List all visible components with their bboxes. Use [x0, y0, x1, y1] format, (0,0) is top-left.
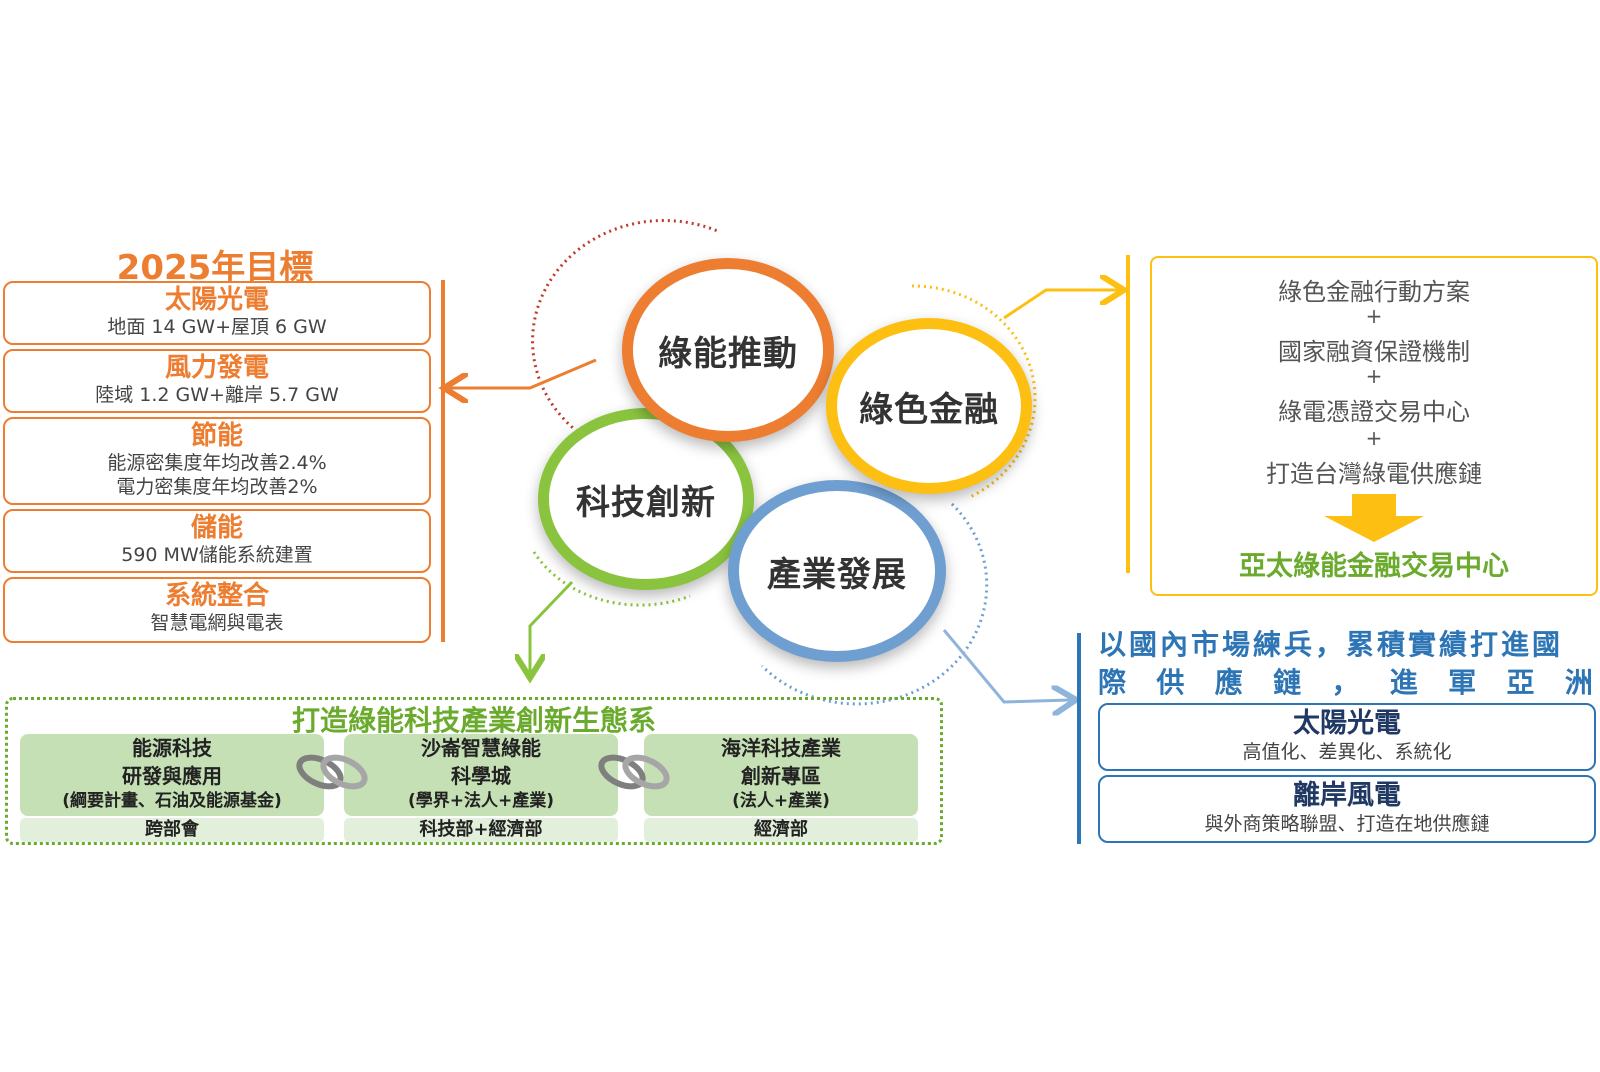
finance-item: 打造台灣綠電供應鏈 — [1266, 460, 1482, 488]
target-desc: 地面 14 GW+屋頂 6 GW — [107, 316, 327, 338]
heading-char: 洲 — [1564, 666, 1596, 699]
ecosystem-card-shalun: 沙崙智慧綠能 科學城 (學界+法人+產業) — [344, 734, 618, 816]
orange-dotted-arc — [531, 219, 721, 452]
finance-down-arrow-icon — [1324, 494, 1424, 542]
heading-char: 供 — [1156, 666, 1188, 699]
target-storage: 儲能 590 MW儲能系統建置 — [3, 509, 431, 573]
card-line: 海洋科技產業 — [721, 736, 841, 760]
target-desc: 陸域 1.2 GW+離岸 5.7 GW — [95, 384, 339, 406]
finance-plus: + — [1365, 426, 1383, 450]
card-line: 研發與應用 — [122, 764, 222, 788]
finance-result: 亞太綠能金融交易中心 — [1239, 551, 1509, 582]
finance-item: 國家融資保證機制 — [1278, 338, 1470, 366]
industry-heading-line2: 際 供 應 鏈 ， 進 軍 亞 洲 — [1098, 664, 1596, 702]
target-solar: 太陽光電 地面 14 GW+屋頂 6 GW — [3, 281, 431, 345]
heading-char: ， — [1331, 666, 1363, 699]
card-line: (學界+法人+產業) — [407, 791, 555, 811]
target-system-integration: 系統整合 智慧電網與電表 — [3, 577, 431, 643]
finance-item: 綠色金融行動方案 — [1278, 278, 1470, 306]
target-name: 系統整合 — [164, 581, 269, 611]
heading-char: 進 — [1389, 666, 1421, 699]
card-line: 能源科技 — [132, 736, 212, 760]
industry-solar: 太陽光電 高值化、差異化、系統化 — [1098, 703, 1596, 771]
circle-label: 科技創新 — [576, 482, 716, 523]
ecosystem-card-agency: 經濟部 — [644, 818, 918, 842]
industry-heading: 以國內市場練兵，累積實績打進國 際 供 應 鏈 ， 進 軍 亞 洲 — [1098, 626, 1596, 702]
target-energy-saving: 節能 能源密集度年均改善2.4% 電力密集度年均改善2% — [3, 417, 431, 505]
circle-label: 產業發展 — [767, 554, 907, 595]
target-wind: 風力發電 陸域 1.2 GW+離岸 5.7 GW — [3, 349, 431, 413]
industry-name: 太陽光電 — [1293, 708, 1401, 739]
industry-desc: 高值化、差異化、系統化 — [1242, 741, 1452, 763]
ecosystem-card-agency: 跨部會 — [20, 818, 324, 842]
card-line: 沙崙智慧綠能 — [421, 736, 541, 760]
circle-tech-innovation: 科技創新 — [538, 408, 754, 590]
ecosystem-card-agency: 科技部+經濟部 — [344, 818, 618, 842]
industry-desc: 與外商策略聯盟、打造在地供應鏈 — [1204, 813, 1490, 835]
chain-link-icon — [598, 754, 670, 790]
targets-bracket-bar — [441, 280, 445, 642]
card-line: (法人+產業) — [732, 791, 830, 811]
blue-dotted-arc — [760, 502, 989, 706]
ecosystem-panel — [5, 697, 943, 845]
heading-char: 亞 — [1506, 666, 1538, 699]
card-line: 科學城 — [451, 764, 511, 788]
arrow-to-targets — [450, 358, 597, 388]
finance-plus: + — [1365, 304, 1383, 328]
finance-panel: 綠色金融行動方案 + 國家融資保證機制 + 綠電憑證交易中心 + 打造台灣綠電供… — [1150, 256, 1598, 596]
circle-label: 綠能推動 — [658, 333, 798, 374]
target-name: 太陽光電 — [164, 285, 269, 315]
yellow-dotted-arc — [911, 284, 1037, 500]
target-desc: 智慧電網與電表 — [150, 612, 284, 634]
circle-green-energy: 綠能推動 — [622, 258, 834, 442]
arrow-to-finance — [1003, 290, 1118, 320]
ecosystem-title: 打造綠能科技產業創新生態系 — [291, 704, 656, 737]
target-name: 節能 — [190, 421, 243, 451]
circle-green-finance: 綠色金融 — [826, 318, 1032, 494]
card-line: (綱要計畫、石油及能源基金) — [62, 791, 282, 811]
target-name: 風力發電 — [164, 353, 269, 383]
heading-char: 軍 — [1448, 666, 1480, 699]
heading-char: 鏈 — [1273, 666, 1305, 699]
card-line: 創新專區 — [741, 764, 821, 788]
circle-industry-development: 產業發展 — [728, 480, 946, 662]
target-desc: 能源密集度年均改善2.4% — [107, 452, 327, 474]
ecosystem-card-ocean-tech: 海洋科技產業 創新專區 (法人+產業) — [644, 734, 918, 816]
target-desc: 590 MW儲能系統建置 — [121, 544, 313, 566]
arrow-to-industry — [942, 629, 1070, 702]
arrow-to-ecosystem — [530, 580, 574, 672]
circle-label: 綠色金融 — [859, 389, 999, 430]
green-dotted-arc — [532, 551, 691, 607]
finance-plus: + — [1365, 364, 1383, 388]
industry-bracket-bar — [1077, 633, 1081, 844]
chain-link-icon — [296, 754, 368, 790]
finance-item: 綠電憑證交易中心 — [1278, 398, 1470, 426]
target-desc: 電力密集度年均改善2% — [116, 476, 318, 498]
finance-bracket-bar — [1126, 255, 1130, 573]
industry-offshore-wind: 離岸風電 與外商策略聯盟、打造在地供應鏈 — [1098, 775, 1596, 843]
heading-char: 際 — [1098, 666, 1130, 699]
target-name: 儲能 — [190, 513, 243, 543]
ecosystem-card-energy-tech: 能源科技 研發與應用 (綱要計畫、石油及能源基金) — [20, 734, 324, 816]
industry-name: 離岸風電 — [1293, 780, 1401, 811]
heading-char: 應 — [1214, 666, 1246, 699]
industry-heading-line1: 以國內市場練兵，累積實績打進國 — [1098, 628, 1564, 661]
